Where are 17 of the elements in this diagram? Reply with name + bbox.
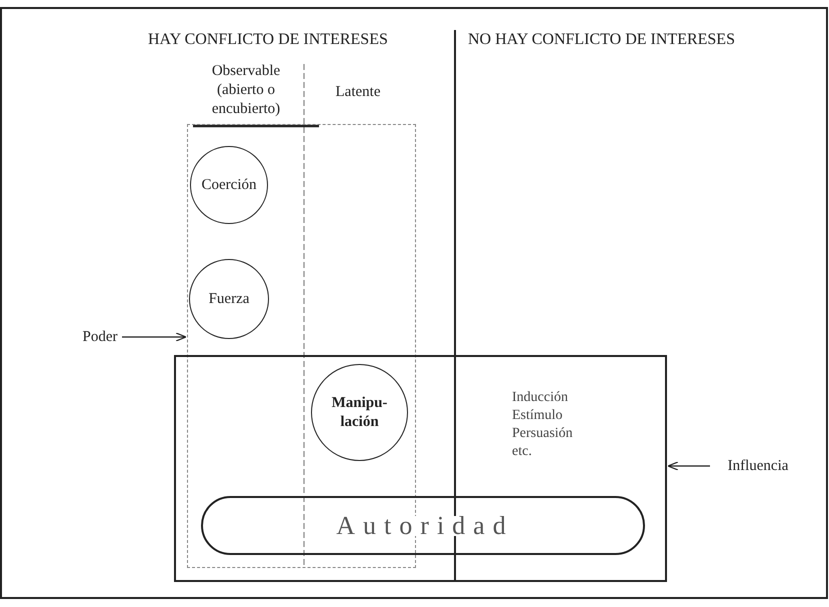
manipulation-circle xyxy=(311,364,408,461)
node-text: Fuerza xyxy=(208,290,250,309)
node-text: Coerción xyxy=(202,176,256,195)
influence-box xyxy=(174,355,667,582)
column-heading: HAY CONFLICTO DE INTERESES xyxy=(148,31,388,49)
force-circle xyxy=(189,259,269,339)
column-label: Latente xyxy=(334,83,382,102)
column-label: Observable (abierto o encubierto) xyxy=(210,62,282,119)
arrow xyxy=(122,332,187,342)
arrow xyxy=(667,461,710,471)
coercion-circle xyxy=(190,146,268,224)
node-label: Influencia xyxy=(712,456,804,476)
authority-pill xyxy=(201,496,645,555)
column-heading: NO HAY CONFLICTO DE INTERESES xyxy=(468,31,735,49)
node-text: Manipu- lación xyxy=(330,394,388,432)
node-text: Inducción Estímulo Persuasión etc. xyxy=(512,389,574,461)
node-label: Poder xyxy=(80,327,120,347)
